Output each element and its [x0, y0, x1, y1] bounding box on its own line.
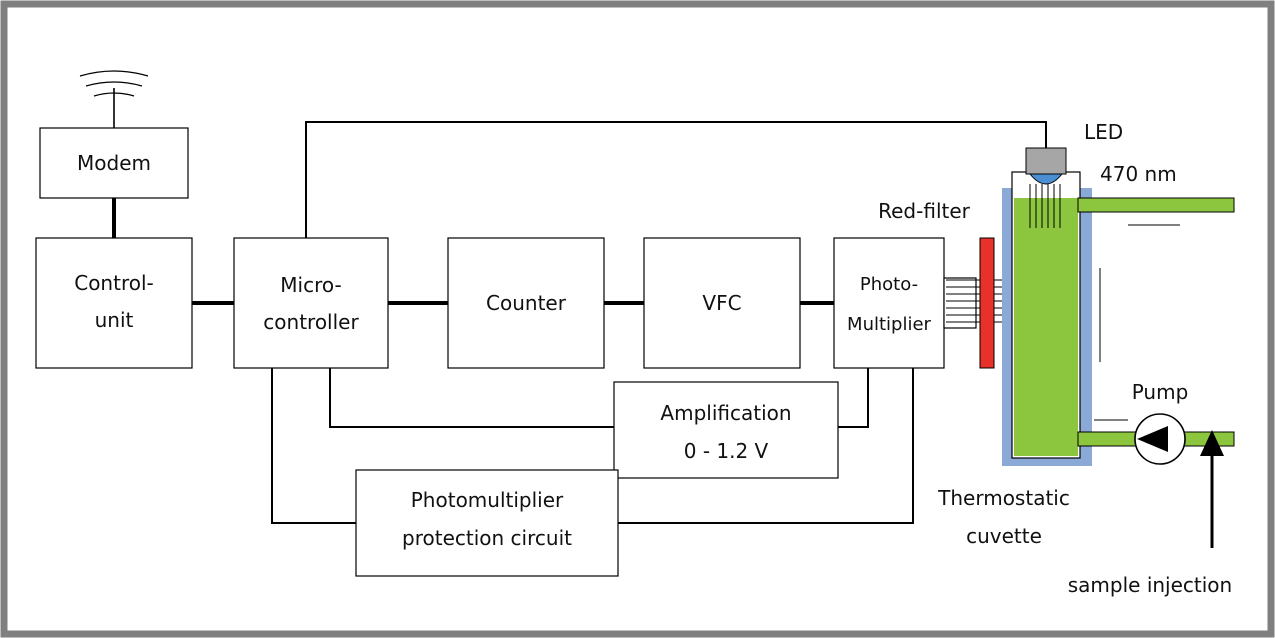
led-label: LED — [1084, 120, 1123, 144]
protection-label-1: Photomultiplier — [411, 488, 564, 512]
modem-label: Modem — [77, 151, 151, 175]
thermostatic-cuvette — [1002, 171, 1235, 466]
cuvette-label-1: Thermostatic — [937, 486, 1070, 510]
amplification-box — [613, 381, 839, 479]
red-filter-label: Red-filter — [878, 199, 971, 223]
microcontroller-box — [233, 237, 389, 369]
amplification-label-2: 0 - 1.2 V — [684, 439, 769, 463]
led-rays — [1029, 184, 1061, 228]
vfc-label: VFC — [702, 291, 741, 315]
protection-circuit-box — [355, 469, 619, 577]
photomultiplier-label-2: Multiplier — [847, 314, 932, 335]
led-icon — [1025, 147, 1067, 185]
photomultiplier-window — [943, 277, 977, 329]
sample-injection-label: sample injection — [1068, 573, 1232, 597]
link-micro-amp — [329, 368, 614, 428]
control-unit-label-2: unit — [95, 308, 134, 332]
link-amp-pmt — [838, 368, 869, 428]
counter-box — [447, 237, 605, 369]
sample-injection-arrow — [1200, 430, 1224, 548]
cuvette-liquid — [1014, 198, 1078, 456]
photomultiplier-label-1: Photo- — [860, 274, 918, 295]
link-micro-led — [305, 121, 1047, 238]
protection-label-2: protection circuit — [402, 526, 572, 550]
red-filter — [979, 237, 995, 369]
photomultiplier-box — [833, 237, 945, 369]
cuvette-label-2: cuvette — [966, 524, 1042, 548]
control-unit-label-1: Control- — [74, 271, 154, 295]
control-unit-box — [35, 237, 193, 369]
wavelength-label: 470 nm — [1100, 162, 1177, 186]
link-micro-protection — [271, 368, 356, 524]
microcontroller-label-2: controller — [263, 310, 359, 334]
pump-icon — [1134, 413, 1186, 465]
connections — [112, 121, 1047, 524]
pump-label: Pump — [1132, 380, 1189, 404]
vfc-box — [643, 237, 801, 369]
link-protection-pmt — [618, 368, 914, 524]
microcontroller-label-1: Micro- — [280, 273, 341, 297]
amplification-label-1: Amplification — [660, 401, 791, 425]
antenna-icon — [79, 70, 149, 128]
modem-box — [39, 127, 189, 199]
outlet-tube — [1077, 197, 1235, 213]
counter-label: Counter — [486, 291, 567, 315]
